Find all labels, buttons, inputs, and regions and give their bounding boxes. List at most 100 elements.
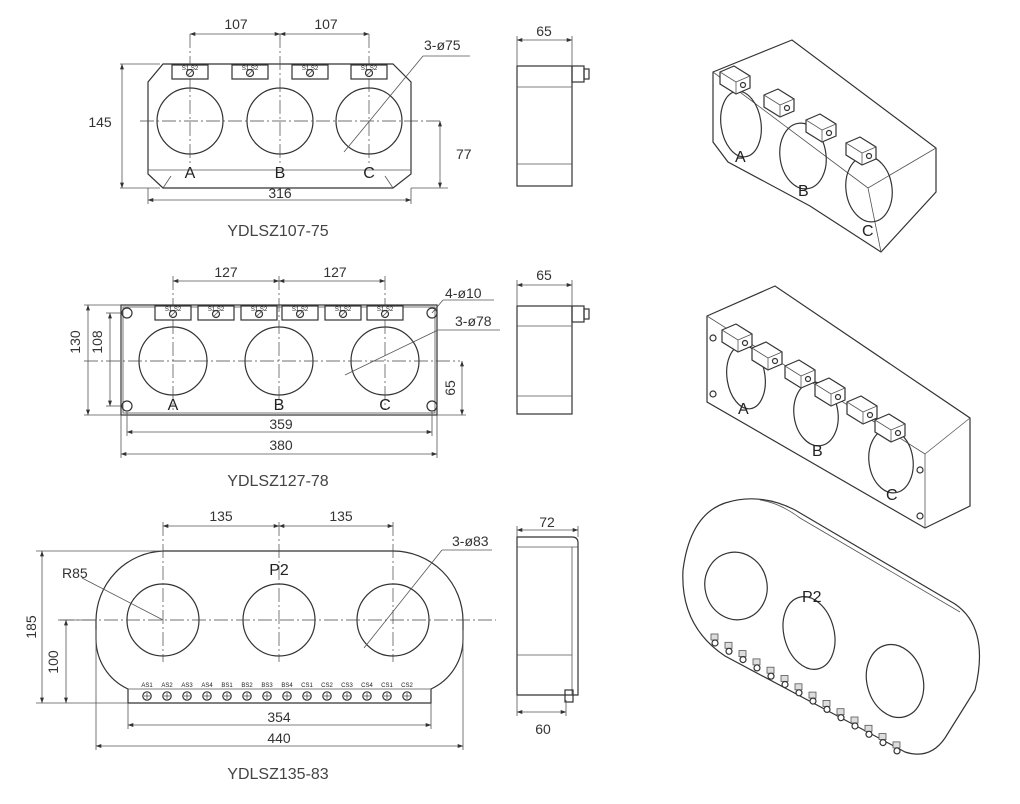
iso-terminal-stud	[766, 666, 775, 680]
iso-phase-c: C	[886, 487, 898, 504]
p2-label: P2	[269, 562, 289, 579]
iso-terminal-stud	[878, 733, 887, 747]
dim-mount-holes: 4-ø10	[445, 285, 482, 301]
iso-terminal-stud	[808, 691, 817, 705]
dim-width: 380	[269, 437, 293, 453]
dim-depth-bottom: 60	[535, 721, 551, 737]
phase-label-c: C	[379, 397, 391, 414]
terminal-tag: S1 S2	[292, 307, 309, 313]
terminal-screw: BS2	[241, 683, 253, 701]
terminal-screw: BS4	[281, 683, 293, 701]
terminal-tag: S1 S2	[251, 307, 268, 313]
terminal-label: AS4	[201, 683, 213, 689]
terminal-block: S1 S2	[291, 64, 329, 80]
dim-height-inner: 108	[89, 330, 105, 354]
dim-width: 440	[267, 730, 291, 746]
terminal-block: S1 S2	[350, 64, 388, 80]
terminal-tag: S1 S2	[182, 66, 199, 72]
iso-terminal-stud	[836, 708, 845, 722]
dim-spacing-right: 127	[323, 264, 347, 280]
terminal-block: S1 S2	[154, 305, 192, 321]
iso-phase-b: B	[812, 443, 823, 460]
terminal-label: CS3	[341, 683, 353, 689]
terminal-screw: CS4	[361, 683, 373, 701]
mount-hole-tl	[121, 307, 133, 319]
phase-label-a: A	[185, 165, 196, 182]
terminal-block: S1 S2	[197, 305, 235, 321]
terminal-block: S1 S2	[240, 305, 278, 321]
iso-terminal-stud	[794, 683, 803, 697]
phase-label-b: B	[275, 165, 286, 182]
dim-base-width: 354	[267, 709, 291, 725]
iso-terminal-block	[763, 88, 795, 118]
dim-depth: 65	[536, 267, 552, 283]
iso-phase-c: C	[862, 223, 874, 240]
terminal-label: AS1	[141, 683, 153, 689]
terminal-screw: BS1	[221, 683, 233, 701]
dim-center-height: 100	[45, 650, 61, 674]
iso-terminal-stud	[850, 716, 859, 730]
terminal-screw: AS3	[181, 683, 193, 701]
iso-terminal-stud	[822, 700, 831, 714]
side-view: 72 60	[516, 514, 579, 737]
terminal-tag: S1 S2	[165, 307, 182, 313]
terminal-screw: CS2	[321, 683, 333, 701]
terminal-tag: S1 S2	[377, 307, 394, 313]
iso-terminal-block	[874, 413, 906, 443]
terminal-screw: CS2	[401, 683, 413, 701]
terminal-block: S1 S2	[231, 64, 269, 80]
iso-terminal-block	[719, 65, 751, 95]
dim-height: 145	[88, 114, 112, 130]
iso-terminal-stud	[780, 675, 789, 689]
iso-phase-a: A	[735, 149, 746, 166]
terminal-screw: CS1	[381, 683, 393, 701]
terminal-label: CS1	[381, 683, 393, 689]
terminal-label: CS2	[321, 683, 333, 689]
dim-holes: 3-ø75	[424, 37, 461, 53]
terminal-label: CS4	[361, 683, 373, 689]
dim-height-outer: 130	[67, 330, 83, 354]
side-view: 65	[516, 23, 590, 187]
mount-hole-bl	[121, 400, 133, 412]
iso-terminal-block	[814, 377, 846, 407]
phase-label-b: B	[274, 397, 285, 414]
terminal-tag: S1 S2	[361, 66, 378, 72]
model-caption: YDLSZ135-83	[227, 766, 328, 783]
terminal-label: AS3	[181, 683, 193, 689]
dim-hole-span: 359	[269, 416, 293, 432]
iso-terminal-block	[845, 136, 877, 166]
terminal-label: CS1	[301, 683, 313, 689]
terminal-tag: S1 S2	[242, 66, 259, 72]
terminal-label: BS4	[281, 683, 293, 689]
terminal-label: CS2	[401, 683, 413, 689]
iso-terminal-stud	[892, 741, 901, 755]
terminal-tag: S1 S2	[302, 66, 319, 72]
dim-depth-top: 72	[539, 514, 555, 530]
phase-label-c: C	[363, 165, 375, 182]
terminal-label: BS3	[261, 683, 273, 689]
iso-view: A B C	[712, 39, 937, 253]
dim-height: 185	[23, 615, 39, 639]
terminal-screw: CS1	[301, 683, 313, 701]
dim-spacing-left: 135	[209, 508, 233, 524]
terminal-tag: S1 S2	[335, 307, 352, 313]
terminal-screw: AS4	[201, 683, 213, 701]
mount-hole-tr	[426, 307, 438, 319]
iso-terminal-block	[805, 113, 837, 143]
side-view: 65	[516, 267, 590, 415]
iso-terminal-stud	[738, 650, 747, 664]
dim-depth: 65	[536, 23, 552, 39]
dim-spacing-right: 135	[329, 508, 353, 524]
terminal-block: S1 S2	[324, 305, 362, 321]
terminal-label: BS1	[221, 683, 233, 689]
terminal-block: S1 S2	[366, 305, 404, 321]
iso-terminal-stud	[710, 633, 719, 647]
dim-spacing-right: 107	[314, 16, 338, 32]
model-caption: YDLSZ127-78	[227, 473, 328, 490]
